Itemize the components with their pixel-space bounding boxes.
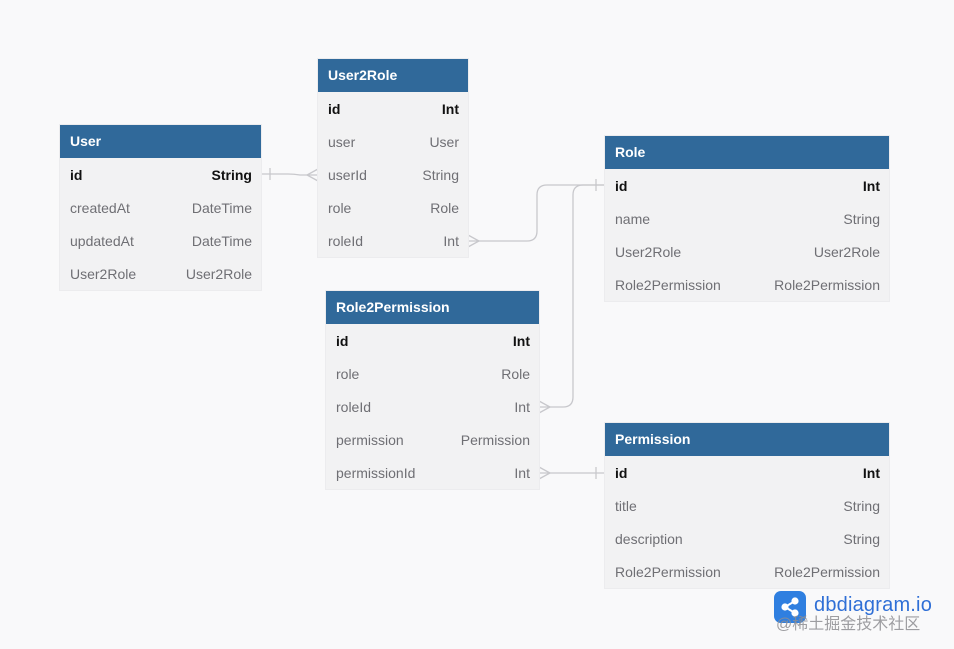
field-type: Int — [514, 398, 530, 415]
table-user2role[interactable]: User2Role id Int user User userId String… — [318, 59, 468, 257]
table-role2permission[interactable]: Role2Permission id Int role Role roleId … — [326, 291, 539, 489]
field-name: id — [336, 332, 349, 349]
field-name: createdAt — [70, 199, 130, 216]
field-name: id — [615, 177, 628, 194]
table-role2permission-row-permission[interactable]: permission Permission — [326, 423, 539, 456]
table-permission-row-id[interactable]: id Int — [605, 456, 889, 489]
field-type: Int — [862, 464, 880, 481]
table-role-row-id[interactable]: id Int — [605, 169, 889, 202]
table-user2role-row-id[interactable]: id Int — [318, 92, 468, 125]
brand-badge[interactable]: dbdiagram.io — [774, 591, 944, 631]
field-name: role — [336, 365, 360, 382]
field-type: DateTime — [191, 199, 252, 216]
table-user2role-row-role[interactable]: role Role — [318, 191, 468, 224]
field-name: roleId — [328, 232, 364, 249]
field-type: String — [843, 497, 880, 514]
field-name: title — [615, 497, 637, 514]
table-user-row-user2role[interactable]: User2Role User2Role — [60, 257, 261, 290]
field-name: id — [328, 100, 341, 117]
field-name: Role2Permission — [615, 276, 721, 293]
table-permission-row-title[interactable]: title String — [605, 489, 889, 522]
link-role2permission-permission — [538, 466, 605, 480]
table-user-header[interactable]: User — [60, 125, 261, 158]
field-name: updatedAt — [70, 232, 134, 249]
field-name: userId — [328, 166, 367, 183]
field-type: Int — [512, 332, 530, 349]
link-user-user2role — [261, 168, 319, 182]
field-type: Role2Permission — [774, 563, 880, 580]
field-type: Permission — [460, 431, 530, 448]
field-type: DateTime — [191, 232, 252, 249]
field-name: permission — [336, 431, 404, 448]
field-type: String — [843, 210, 880, 227]
table-role2permission-row-permissionid[interactable]: permissionId Int — [326, 456, 539, 489]
field-name: roleId — [336, 398, 372, 415]
table-role-row-name[interactable]: name String — [605, 202, 889, 235]
table-user2role-row-user[interactable]: user User — [318, 125, 468, 158]
field-name: permissionId — [336, 464, 416, 481]
field-name: description — [615, 530, 683, 547]
field-type: Role2Permission — [774, 276, 880, 293]
table-role2permission-row-role[interactable]: role Role — [326, 357, 539, 390]
share-network-icon — [774, 591, 806, 623]
field-type: User — [429, 133, 459, 150]
table-permission[interactable]: Permission id Int title String descripti… — [605, 423, 889, 588]
field-type: String — [422, 166, 459, 183]
table-user2role-row-userid[interactable]: userId String — [318, 158, 468, 191]
table-role2permission-row-id[interactable]: id Int — [326, 324, 539, 357]
field-name: id — [70, 166, 83, 183]
field-name: id — [615, 464, 628, 481]
watermark: @稀土掘金技术社区 — [776, 616, 921, 633]
table-user-row-createdat[interactable]: createdAt DateTime — [60, 191, 261, 224]
field-name: User2Role — [70, 265, 137, 282]
field-type: String — [211, 166, 252, 183]
table-user-row-updatedat[interactable]: updatedAt DateTime — [60, 224, 261, 257]
field-name: user — [328, 133, 356, 150]
table-user-row-id[interactable]: id String — [60, 158, 261, 191]
table-user[interactable]: User id String createdAt DateTime update… — [60, 125, 261, 290]
table-permission-row-description[interactable]: description String — [605, 522, 889, 555]
table-role2permission-header[interactable]: Role2Permission — [326, 291, 539, 324]
table-role[interactable]: Role id Int name String User2Role User2R… — [605, 136, 889, 301]
table-permission-row-role2permission[interactable]: Role2Permission Role2Permission — [605, 555, 889, 588]
table-role-header[interactable]: Role — [605, 136, 889, 169]
field-type: User2Role — [813, 243, 880, 260]
field-type: Int — [441, 100, 459, 117]
table-role-row-user2role[interactable]: User2Role User2Role — [605, 235, 889, 268]
field-type: Int — [862, 177, 880, 194]
field-name: Role2Permission — [615, 563, 721, 580]
field-type: Int — [443, 232, 459, 249]
table-user2role-row-roleid[interactable]: roleId Int — [318, 224, 468, 257]
field-name: role — [328, 199, 352, 216]
table-role-row-role2permission[interactable]: Role2Permission Role2Permission — [605, 268, 889, 301]
field-type: Role — [430, 199, 459, 216]
table-role2permission-row-roleid[interactable]: roleId Int — [326, 390, 539, 423]
field-type: Int — [514, 464, 530, 481]
field-name: name — [615, 210, 651, 227]
link-role2permission-role — [538, 184, 605, 414]
table-permission-header[interactable]: Permission — [605, 423, 889, 456]
link-user2role-role — [467, 179, 605, 248]
field-type: User2Role — [185, 265, 252, 282]
table-user2role-header[interactable]: User2Role — [318, 59, 468, 92]
brand-name: dbdiagram.io — [814, 594, 933, 616]
field-type: String — [843, 530, 880, 547]
field-type: Role — [501, 365, 530, 382]
field-name: User2Role — [615, 243, 682, 260]
